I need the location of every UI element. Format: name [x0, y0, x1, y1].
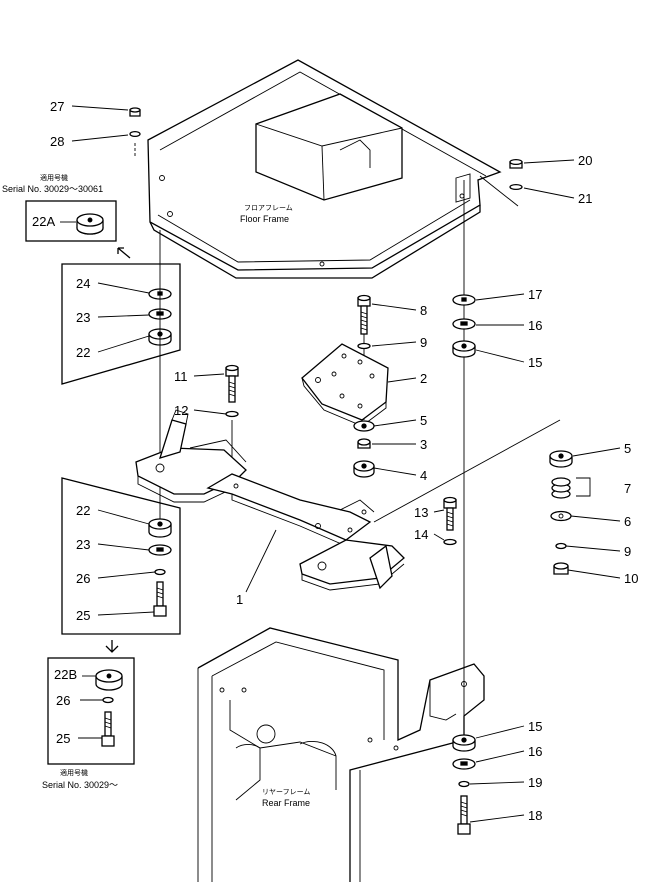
lower-mount-group	[61, 477, 181, 635]
callout-25-lower: 25	[76, 608, 90, 623]
leader-frame-right	[373, 419, 561, 523]
rear-frame	[197, 627, 485, 882]
center-mount-stack	[353, 420, 375, 478]
inset-b-box: 22B	[47, 657, 135, 765]
plate-2	[301, 343, 389, 427]
callout-5-center: 5	[420, 413, 427, 428]
callout-25-inset: 25	[56, 731, 70, 746]
callout-28: 28	[50, 134, 64, 149]
inset-b-arrow	[105, 640, 119, 653]
inset-b-serial: Serial No. 30029～	[42, 780, 118, 790]
right-side-stack	[549, 450, 591, 575]
callout-20: 20	[578, 153, 592, 168]
callout-16-lower: 16	[528, 744, 542, 759]
right-lower-mount-stack	[452, 734, 476, 835]
upper-mount-group	[61, 263, 181, 385]
callout-11: 11	[174, 369, 188, 384]
callout-15-lower: 15	[528, 719, 542, 734]
inset-a-box: 22A	[25, 200, 117, 242]
callout-16-upper: 16	[528, 318, 542, 333]
callout-1: 1	[236, 592, 243, 607]
lower-mount-stack	[148, 518, 172, 617]
leader-lines	[71, 105, 621, 823]
callout-12: 12	[174, 403, 188, 418]
callout-10: 10	[624, 571, 638, 586]
callout-13: 13	[414, 505, 428, 520]
callout-21: 21	[578, 191, 592, 206]
callout-6: 6	[624, 514, 631, 529]
bolt-13	[443, 496, 457, 546]
callouts: 27 28 20 21 24 23 22 8 9 2 17 16 15 11 1…	[50, 99, 638, 823]
callout-26-inset: 26	[56, 693, 70, 708]
callout-23-upper: 23	[76, 310, 90, 325]
callout-5-right: 5	[624, 441, 631, 456]
floor-frame-en: Floor Frame	[240, 214, 289, 224]
callout-24: 24	[76, 276, 90, 291]
callout-8: 8	[420, 303, 427, 318]
callout-27: 27	[50, 99, 64, 114]
callout-2: 2	[420, 371, 427, 386]
callout-26-lower: 26	[76, 571, 90, 586]
callout-23-lower: 23	[76, 537, 90, 552]
inset-a-part: 22A	[32, 214, 55, 229]
inset-a-jp: 適用号機	[40, 173, 68, 182]
callout-19: 19	[528, 775, 542, 790]
nut-washer-20-21	[479, 158, 523, 207]
callout-9-upper: 9	[420, 335, 427, 350]
callout-14: 14	[414, 527, 428, 542]
callout-17: 17	[528, 287, 542, 302]
inset-a-serial: Serial No. 30029～30061	[2, 184, 103, 194]
callout-7: 7	[624, 481, 631, 496]
bracket-1	[135, 409, 405, 591]
rear-frame-jp: リヤーフレーム	[262, 788, 310, 796]
callout-22-lower: 22	[76, 503, 90, 518]
callout-15-upper: 15	[528, 355, 542, 370]
callout-4: 4	[420, 468, 427, 483]
callout-22-upper: 22	[76, 345, 90, 360]
floor-frame-jp: フロアフレーム	[244, 204, 293, 212]
inset-b-jp: 適用号機	[60, 768, 88, 777]
right-upper-mount-stack	[452, 294, 476, 358]
inset-b-part: 22B	[54, 667, 77, 682]
nut-washer-27-28	[129, 107, 141, 156]
bolt-11	[225, 364, 239, 418]
inset-a-arrow	[117, 247, 131, 259]
bolt-8	[357, 294, 371, 350]
callout-3: 3	[420, 437, 427, 452]
callout-9-right: 9	[624, 544, 631, 559]
floor-frame	[147, 59, 502, 279]
callout-18: 18	[528, 808, 542, 823]
rear-frame-en: Rear Frame	[262, 798, 310, 808]
